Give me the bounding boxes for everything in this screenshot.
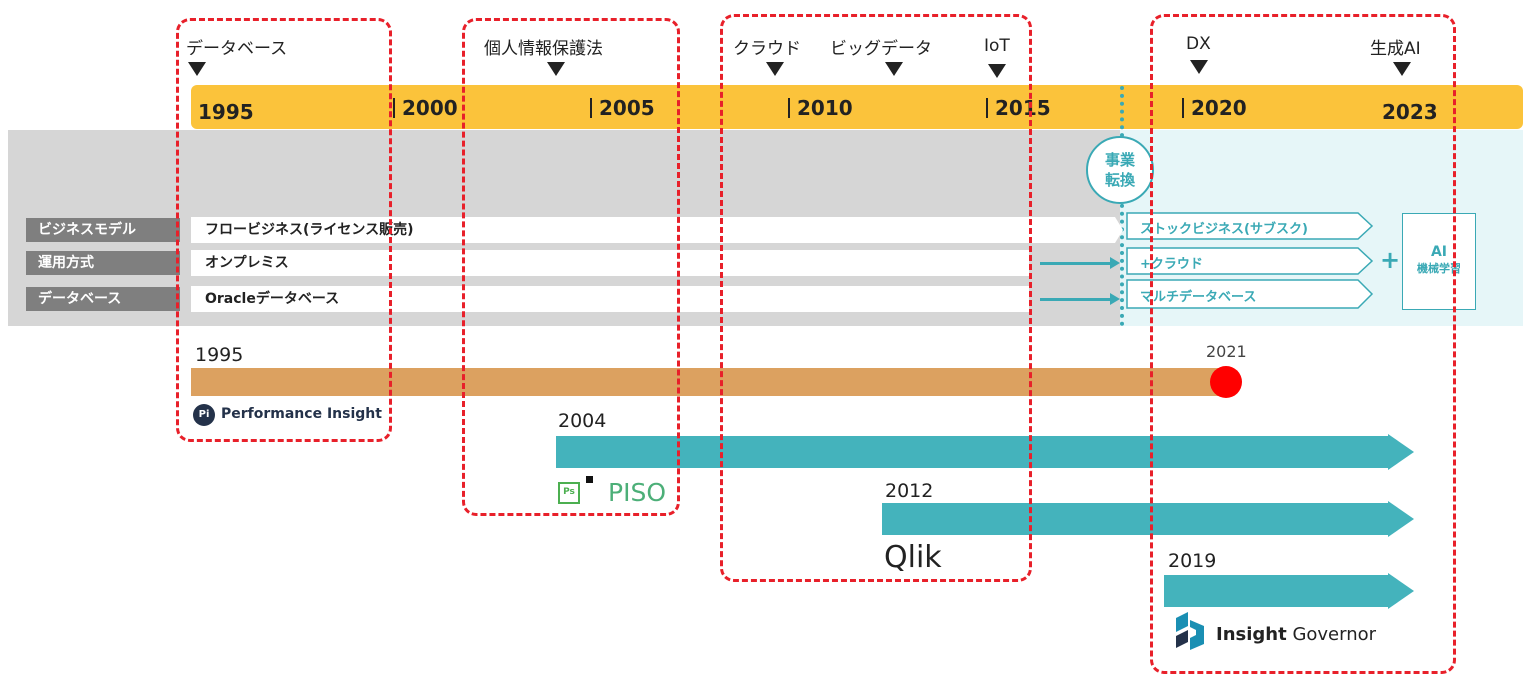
marker-icon xyxy=(885,62,903,76)
ai-title: AI xyxy=(1430,244,1448,260)
pi-end-year: 2021 xyxy=(1206,342,1247,361)
year-timeline-bar xyxy=(191,85,1523,129)
event-bigdata: ビッグデータ xyxy=(830,39,932,59)
ai-box: AI 機械学習 xyxy=(1402,213,1476,310)
marker-icon xyxy=(766,62,784,76)
new-business-model: ストックビジネス(サブスク) xyxy=(1140,222,1308,237)
tick-icon xyxy=(590,98,592,118)
pi-logo-icon: Pi xyxy=(193,404,215,426)
piso-start-year: 2004 xyxy=(558,410,607,432)
event-genai: 生成AI xyxy=(1370,39,1421,59)
tick-icon xyxy=(986,98,988,118)
highlight-privacy-era xyxy=(462,18,680,516)
transform-divider xyxy=(1120,86,1124,326)
old-bar-extension xyxy=(1000,217,1115,243)
ig-logo-icon xyxy=(1176,612,1204,650)
marker-icon xyxy=(1190,60,1208,74)
marker-icon xyxy=(988,64,1006,78)
highlight-cloud-era xyxy=(720,14,1032,582)
event-iot: IoT xyxy=(984,36,1010,56)
year-1995: 1995 xyxy=(198,100,254,124)
event-dx: DX xyxy=(1186,34,1211,54)
year-2005: 2005 xyxy=(599,96,655,120)
marker-icon xyxy=(1393,62,1411,76)
piso-logo-icon: Ps xyxy=(558,482,580,504)
event-database: データベース xyxy=(186,39,288,59)
arrow-head-icon xyxy=(1110,293,1120,305)
row-label-business-model: ビジネスモデル xyxy=(26,218,180,242)
pi-product-name: Performance Insight xyxy=(221,406,382,422)
ai-subtitle: 機械学習 xyxy=(1417,262,1461,275)
qlik-start-year: 2012 xyxy=(885,480,934,502)
marker-icon xyxy=(188,62,206,76)
piso-lifespan-bar xyxy=(556,436,1390,468)
arrow-head-icon xyxy=(1388,573,1414,609)
tick-icon xyxy=(1182,98,1184,118)
event-privacy-law: 個人情報保護法 xyxy=(484,39,603,59)
ig-name-rest: Governor xyxy=(1292,624,1377,645)
highlight-dx-era xyxy=(1150,14,1456,674)
year-2000: 2000 xyxy=(402,96,458,120)
row-label-operation: 運用方式 xyxy=(26,251,180,275)
tick-icon xyxy=(393,98,395,118)
transform-badge: 事業 転換 xyxy=(1086,136,1154,204)
arrow-head-icon xyxy=(1388,434,1414,470)
new-model-arrows xyxy=(1126,212,1374,309)
logo-square-icon xyxy=(586,476,593,483)
row-label-database: データベース xyxy=(26,287,180,311)
arrow-tip-icon xyxy=(1115,217,1123,243)
ig-start-year: 2019 xyxy=(1168,550,1217,572)
qlik-product-name: Qlik xyxy=(884,540,942,575)
piso-product-name: PISO xyxy=(608,478,666,507)
connector-arrow xyxy=(1040,298,1112,301)
arrow-head-icon xyxy=(1110,257,1120,269)
ig-product-name: Insight Governor xyxy=(1216,624,1376,645)
arrow-head-icon xyxy=(1388,501,1414,537)
old-operation: オンプレミス xyxy=(191,250,1029,276)
old-database: Oracleデータベース xyxy=(191,286,1029,312)
ig-lifespan-bar xyxy=(1164,575,1390,607)
plus-icon: + xyxy=(1380,246,1401,274)
year-2015: 2015 xyxy=(995,96,1051,120)
ig-name-bold: Insight xyxy=(1216,624,1287,645)
new-database: マルチデータベース xyxy=(1140,290,1257,305)
qlik-lifespan-bar xyxy=(882,503,1390,535)
old-business-model: フロービジネス(ライセンス販売) xyxy=(191,217,1115,243)
marker-icon xyxy=(547,62,565,76)
end-dot-icon xyxy=(1210,366,1242,398)
year-2020: 2020 xyxy=(1191,96,1247,120)
highlight-database-era xyxy=(176,18,392,442)
new-operation: +クラウド xyxy=(1140,257,1203,272)
pi-start-year: 1995 xyxy=(195,344,244,366)
connector-arrow xyxy=(1040,262,1112,265)
year-2010: 2010 xyxy=(797,96,853,120)
event-cloud: クラウド xyxy=(733,39,801,59)
tick-icon xyxy=(788,98,790,118)
year-2023: 2023 xyxy=(1382,100,1438,124)
pi-lifespan-bar xyxy=(191,368,1227,396)
